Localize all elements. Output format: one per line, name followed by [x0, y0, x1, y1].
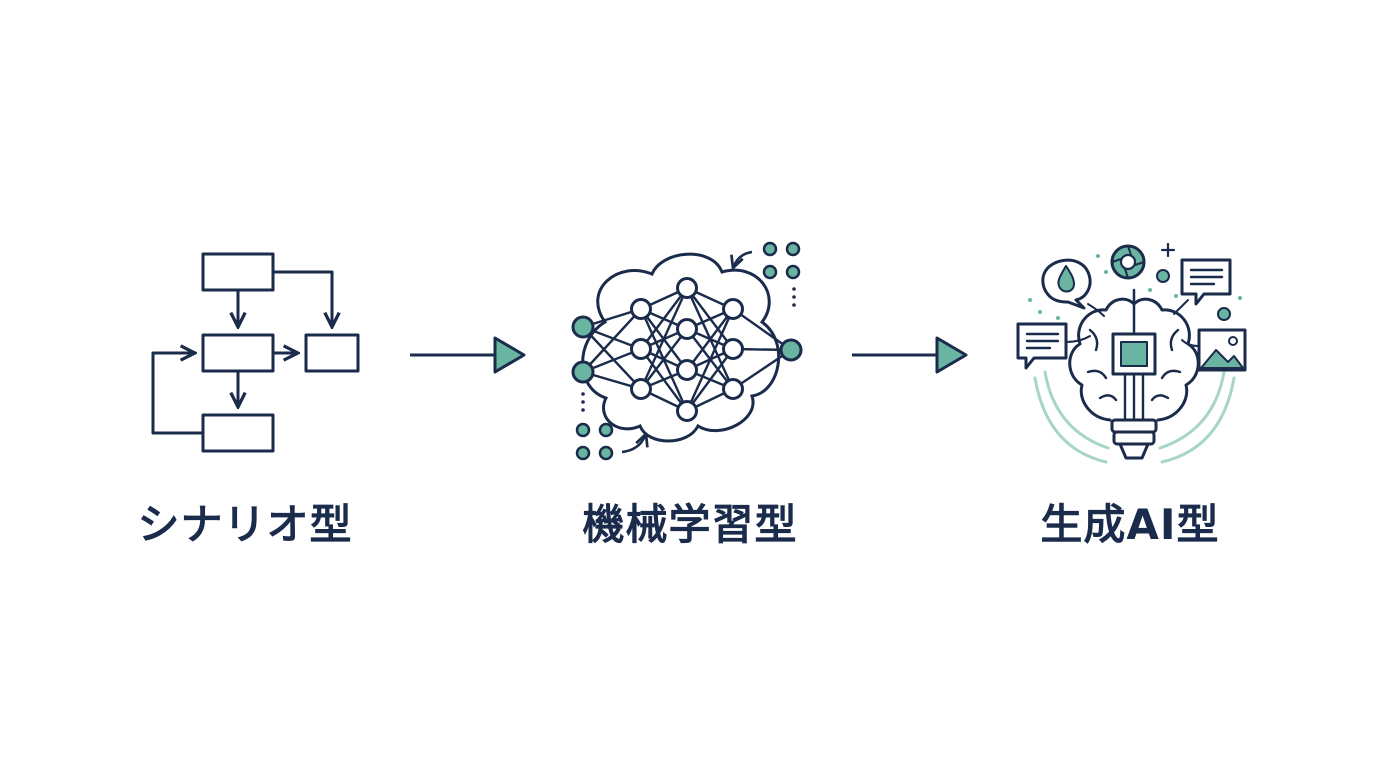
stage-label-machine-learning: 機械学習型	[582, 500, 798, 549]
nn-hidden-node	[722, 338, 744, 360]
chat-bubble-right-icon	[1180, 258, 1232, 306]
stage-label-scenario: シナリオ型	[137, 500, 353, 549]
nn-edge	[640, 328, 688, 390]
nn-hidden-node	[676, 277, 698, 299]
aperture-icon	[1110, 244, 1146, 280]
droplet-bubble-icon	[1041, 258, 1092, 310]
neural-network-icon	[571, 241, 803, 461]
nn-edge	[732, 349, 792, 390]
nn-io-node	[779, 338, 803, 362]
cloud-outline	[581, 252, 781, 443]
nn-hidden-node	[676, 318, 698, 340]
nn-edge	[685, 308, 735, 412]
nn-io-node	[571, 360, 595, 384]
nn-hidden-node	[630, 298, 652, 320]
chat-bubble-left-icon	[1016, 322, 1068, 370]
nn-edge	[582, 308, 642, 373]
nn-io-node	[571, 315, 595, 339]
flowchart-middle-box	[201, 333, 275, 373]
nn-hidden-node	[630, 338, 652, 360]
flow-arrow-2	[852, 336, 968, 374]
nn-edge	[639, 287, 689, 390]
nn-edge	[732, 308, 792, 351]
nn-edge	[582, 326, 642, 390]
nn-edge	[686, 308, 734, 371]
bulb-base	[1110, 418, 1158, 460]
flowchart-bottom-box	[201, 413, 275, 453]
data-dots-bottom-left	[575, 422, 614, 461]
nn-hidden-node	[676, 359, 698, 381]
sparkle-icon	[1160, 242, 1176, 258]
flow-arrow-1	[410, 336, 526, 374]
data-dots-top-right	[762, 241, 801, 280]
nn-hidden-node	[722, 378, 744, 400]
nn-hidden-node	[722, 298, 744, 320]
nn-hidden-node	[630, 378, 652, 400]
flowchart-right-box	[304, 333, 360, 373]
nn-edge	[686, 348, 734, 412]
flowchart-icon	[151, 252, 360, 453]
flowchart-top-box	[201, 252, 275, 292]
image-icon	[1197, 328, 1247, 372]
nn-edge	[640, 287, 688, 350]
nn-hidden-node	[676, 400, 698, 422]
ai-brain-bulb-icon	[1016, 242, 1247, 464]
stage-label-generative-ai: 生成AI型	[1040, 500, 1220, 549]
